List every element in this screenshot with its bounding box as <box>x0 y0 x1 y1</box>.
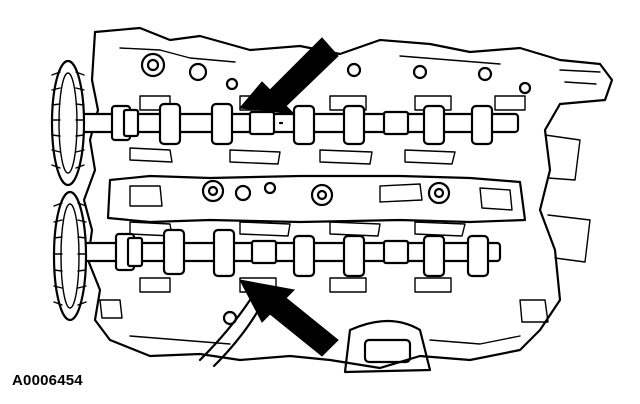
center-galley <box>106 174 527 224</box>
upper-camshaft <box>76 102 520 146</box>
lower-cam-gear <box>52 190 88 322</box>
upper-arrow <box>239 37 339 115</box>
upper-cam-gear <box>50 59 86 187</box>
figure-code: A0006454 <box>12 372 83 389</box>
top-bolt-holes <box>140 52 532 95</box>
lower-arrow <box>239 279 339 357</box>
lower-camshaft <box>82 228 502 278</box>
cylinder-head-outline <box>82 26 614 370</box>
